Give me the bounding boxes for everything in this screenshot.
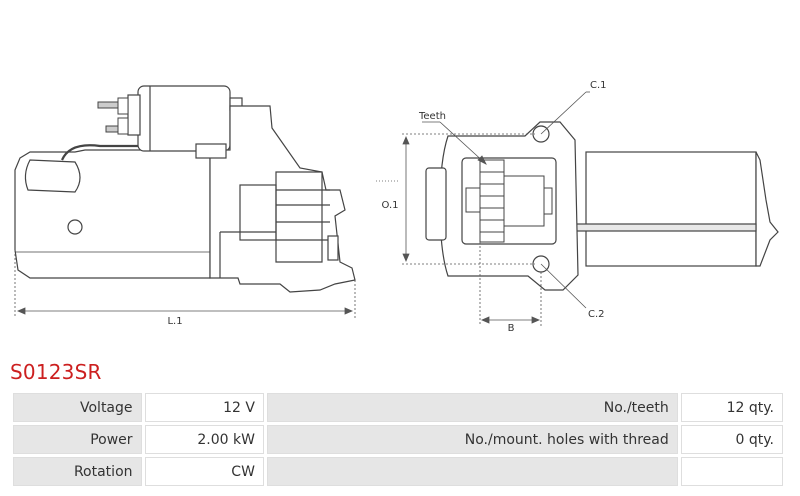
spec-value-teeth: 12 qty. (680, 393, 783, 422)
spec-label-power: Power (13, 425, 142, 454)
spec-value-voltage: 12 V (144, 393, 264, 422)
specs-row-power: Power 2.00 kW No./mount. holes with thre… (13, 425, 783, 454)
leader-teeth (422, 121, 487, 165)
spec-label-teeth: No./teeth (266, 393, 678, 422)
mount-hole (67, 219, 83, 235)
spec-label-empty (266, 457, 678, 486)
label-teeth: Teeth (418, 111, 446, 122)
label-c1: C.1 (590, 80, 607, 91)
spec-value-power: 2.00 kW (144, 425, 264, 454)
side-view (14, 85, 356, 293)
front-view (425, 121, 779, 291)
solenoid (137, 85, 231, 152)
end-cap (24, 159, 81, 193)
dimension-b (479, 242, 542, 326)
spec-value-empty (680, 457, 783, 486)
spec-value-rotation: CW (144, 457, 264, 486)
technical-drawing: L.1 O.1 (14, 80, 779, 334)
spec-value-mount-holes: 0 qty. (680, 425, 783, 454)
specs-table: Voltage 12 V No./teeth 12 qty. Power 2.0… (10, 390, 786, 489)
part-code-title: S0123SR (10, 360, 102, 384)
spec-label-voltage: Voltage (13, 393, 142, 422)
motor-body (585, 151, 757, 267)
drive-housing (209, 105, 356, 293)
label-b: B (508, 323, 515, 334)
specs-row-rotation: Rotation CW (13, 457, 783, 486)
dimension-o1 (376, 133, 535, 265)
leader-c1 (540, 91, 590, 135)
spec-label-rotation: Rotation (13, 457, 142, 486)
terminal-studs (97, 97, 129, 135)
label-l1: L.1 (167, 316, 182, 327)
pinion-gear (465, 159, 553, 243)
label-o1: O.1 (381, 200, 398, 211)
spec-label-mount-holes: No./mount. holes with thread (266, 425, 678, 454)
leader-c2 (540, 263, 587, 309)
specs-row-voltage: Voltage 12 V No./teeth 12 qty. (13, 393, 783, 422)
label-c2: C.2 (588, 309, 605, 320)
dimension-l1 (14, 250, 356, 318)
